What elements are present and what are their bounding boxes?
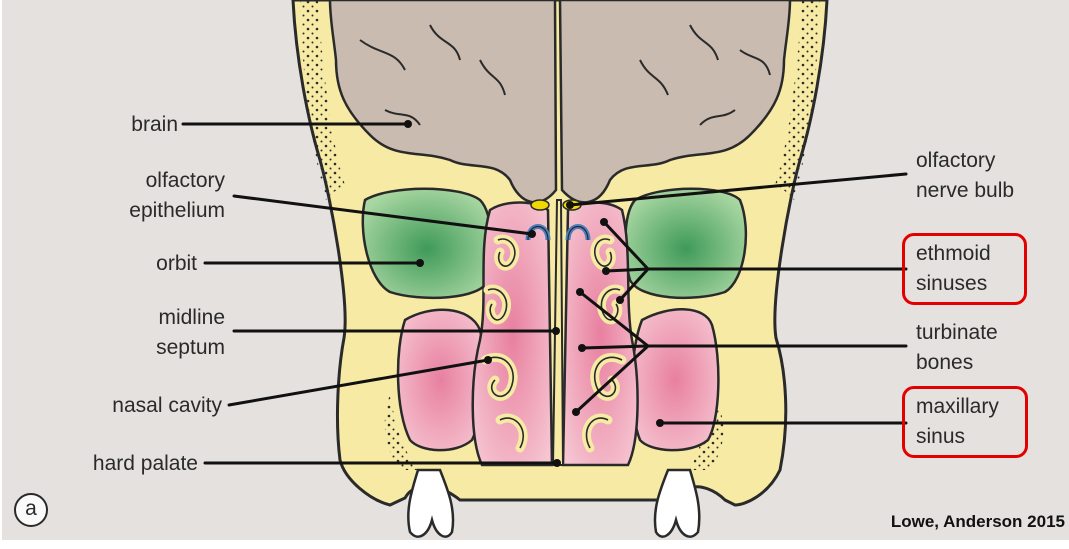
label-ethmoid-sinuses-line1: ethmoid — [916, 239, 991, 268]
orbit-left — [363, 189, 491, 298]
label-midline-septum-line2: septum — [70, 333, 225, 362]
label-olfactory-nerve-bulb-line1: olfactory — [916, 146, 995, 175]
orbit-right — [625, 189, 746, 298]
label-hard-palate: hard palate — [40, 449, 198, 478]
label-ethmoid-sinuses-line2: sinuses — [916, 269, 987, 298]
figure-credit: Lowe, Anderson 2015 — [891, 512, 1065, 532]
label-olfactory-nerve-bulb-line2: nerve bulb — [916, 176, 1014, 205]
leader-turbinate-3 — [582, 346, 648, 348]
olfactory-bulb-left — [531, 200, 549, 210]
label-brain: brain — [100, 110, 178, 139]
maxillary-sinus-right — [632, 309, 718, 450]
label-orbit: orbit — [100, 249, 197, 278]
panel-letter: a — [14, 493, 48, 527]
label-olfactory-epithelium-line2: epithelium — [70, 196, 225, 225]
label-olfactory-epithelium-line1: olfactory — [70, 166, 225, 195]
label-turbinate-bones-line1: turbinate — [916, 318, 998, 347]
label-nasal-cavity: nasal cavity — [40, 391, 222, 420]
leader-ethmoid-3 — [606, 269, 648, 271]
label-maxillary-sinus-line1: maxillary — [916, 392, 999, 421]
label-maxillary-sinus-line2: sinus — [916, 422, 965, 451]
label-midline-septum-line1: midline — [70, 303, 225, 332]
label-turbinate-bones-line2: bones — [916, 348, 973, 377]
